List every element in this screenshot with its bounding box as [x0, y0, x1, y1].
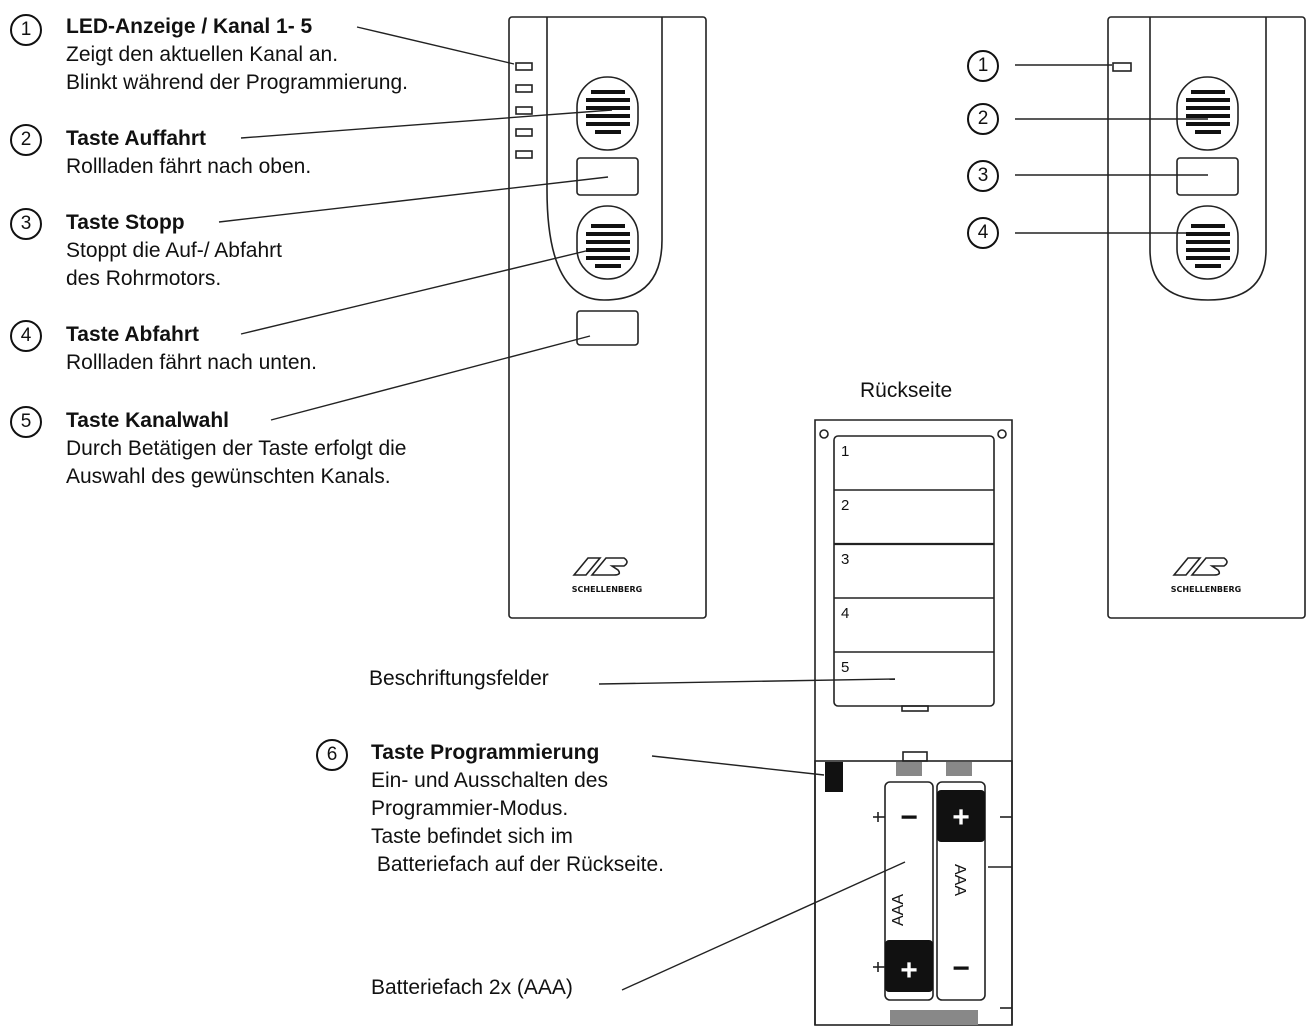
item-title: Taste Programmierung — [371, 741, 600, 764]
battery-left-minus: − — [900, 801, 918, 834]
item-title: Taste Kanalwahl — [66, 409, 229, 432]
callout-number-6: 6 — [316, 739, 348, 771]
battery-right-minus: − — [952, 952, 970, 985]
led-indicators — [515, 62, 533, 159]
back-side-label: Rückseite — [860, 379, 953, 402]
brand-name: SCHELLENBERG — [572, 585, 642, 594]
item-desc: Blinkt während der Programmierung. — [66, 71, 408, 94]
item-title: LED-Anzeige / Kanal 1- 5 — [66, 15, 313, 38]
item-desc: Ein- und Ausschalten des — [371, 769, 608, 792]
battery-right — [936, 781, 986, 1001]
battery-right-plus: + — [952, 801, 970, 834]
item-desc: des Rohrmotors. — [66, 267, 222, 290]
brand-logo-left: SCHELLENBERG — [572, 557, 642, 594]
battery-compartment-caption: Batteriefach 2x (AAA) — [371, 976, 573, 999]
stop-button — [1176, 157, 1239, 196]
led-indicator — [1112, 62, 1132, 72]
up-button-label: Taste Auffahrt Rollladen fährt nach oben… — [66, 125, 311, 181]
down-button — [1176, 205, 1239, 280]
channel-button-label: Taste Kanalwahl Durch Betätigen der Tast… — [66, 407, 406, 491]
program-button — [825, 762, 843, 792]
label-fields-caption: Beschriftungsfelder — [369, 667, 549, 690]
battery-left-type: AAA — [890, 894, 907, 926]
callout-number-1: 1 — [10, 14, 42, 46]
label-field-number: 5 — [841, 659, 849, 676]
program-button-label: Taste Programmierung Ein- und Ausschalte… — [371, 739, 664, 879]
item-desc: Rollladen fährt nach oben. — [66, 155, 312, 178]
item-desc: Programmier-Modus. — [371, 797, 569, 820]
item-desc: Taste befindet sich im — [371, 825, 573, 848]
battery-left — [884, 781, 934, 1001]
right-callout-number-4: 4 — [967, 217, 999, 249]
item-title: Taste Abfahrt — [66, 323, 200, 346]
label-field-number: 4 — [841, 605, 849, 622]
item-desc: Durch Betätigen der Taste erfolgt die — [66, 437, 407, 460]
leader-lines — [218, 26, 1208, 991]
stop-button-label: Taste Stopp Stoppt die Auf-/ Abfahrt des… — [66, 209, 282, 293]
item-desc: Batteriefach auf der Rückseite. — [371, 853, 664, 876]
stop-button — [576, 157, 639, 196]
label-field-number: 2 — [841, 497, 849, 514]
callout-number-2: 2 — [10, 124, 42, 156]
item-desc: Zeigt den aktuellen Kanal an. — [66, 43, 339, 66]
led-display-label: LED-Anzeige / Kanal 1- 5 Zeigt den aktue… — [66, 13, 408, 97]
right-callout-number-1: 1 — [967, 50, 999, 82]
right-callout-number-3: 3 — [967, 160, 999, 192]
callout-number-4: 4 — [10, 320, 42, 352]
brand-logo-right: SCHELLENBERG — [1171, 557, 1241, 594]
brand-name: SCHELLENBERG — [1171, 585, 1241, 594]
callout-number-5: 5 — [10, 406, 42, 438]
label-field-number: 1 — [841, 443, 849, 460]
down-button-label: Taste Abfahrt Rollladen fährt nach unten… — [66, 321, 317, 377]
up-button — [1176, 76, 1239, 151]
label-field-number: 3 — [841, 551, 849, 568]
right-callout-number-2: 2 — [967, 103, 999, 135]
battery-left-plus: + — [900, 954, 918, 987]
up-button — [576, 76, 639, 151]
down-button — [576, 205, 639, 280]
front-remote-body — [508, 16, 707, 619]
channel-select-button — [576, 310, 639, 346]
item-desc: Stoppt die Auf-/ Abfahrt — [66, 239, 282, 262]
side-remote-body — [1107, 16, 1306, 619]
battery-right-type: AAA — [951, 864, 968, 896]
item-title: Taste Stopp — [66, 211, 185, 234]
battery-left-plus-cap — [885, 940, 933, 992]
item-desc: Auswahl des gewünschten Kanals. — [66, 465, 391, 488]
item-desc: Rollladen fährt nach unten. — [66, 351, 318, 374]
item-title: Taste Auffahrt — [66, 127, 207, 150]
callout-number-3: 3 — [10, 208, 42, 240]
battery-right-plus-cap — [937, 790, 985, 842]
label-fields-panel — [833, 435, 995, 707]
